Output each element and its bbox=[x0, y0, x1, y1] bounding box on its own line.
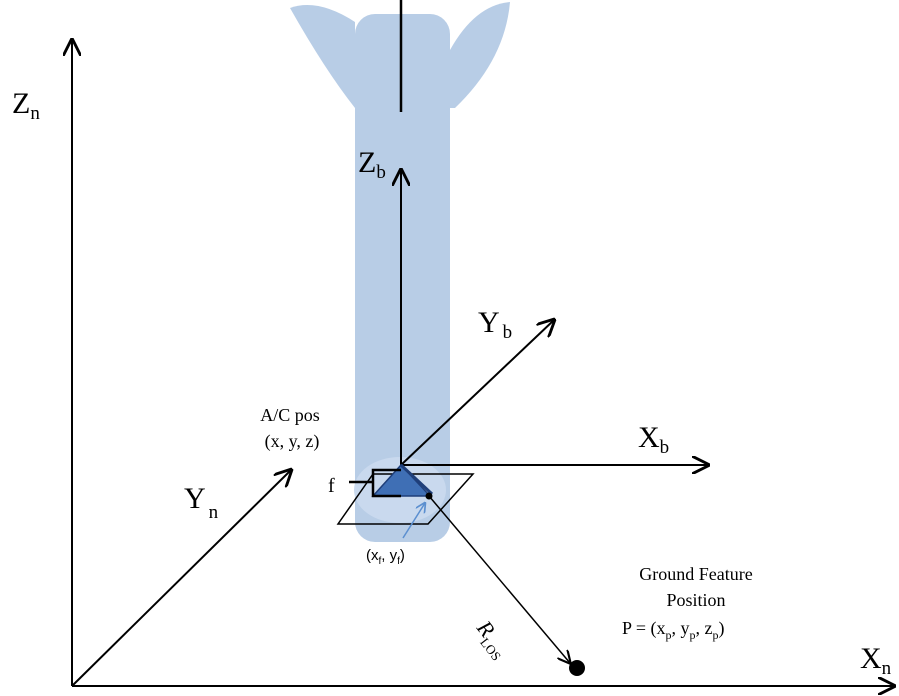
ground-point-coords: P = (xp, yp, zp) bbox=[622, 618, 725, 642]
xb-label: Xb bbox=[638, 421, 669, 458]
focal-length-label: f bbox=[328, 475, 335, 497]
ground-point-icon bbox=[569, 660, 585, 676]
los-label: RLOS bbox=[468, 615, 515, 664]
left-wing bbox=[290, 5, 355, 109]
aircraft-body bbox=[355, 14, 450, 542]
zb-label: Zb bbox=[358, 146, 386, 183]
los-vector bbox=[428, 495, 570, 663]
yb-axis bbox=[400, 320, 554, 466]
right-wing bbox=[450, 2, 510, 108]
yn-axis bbox=[71, 470, 291, 687]
camera-icon bbox=[371, 463, 434, 497]
ground-feature-label: Ground Feature bbox=[639, 564, 752, 584]
xn-label: Xn bbox=[860, 642, 892, 679]
ac-pos-coords: (x, y, z) bbox=[265, 431, 320, 452]
ground-position-label: Position bbox=[666, 590, 725, 610]
image-point-label: (xf, yf) bbox=[366, 547, 405, 567]
image-plane bbox=[336, 473, 475, 525]
zn-label: Zn bbox=[12, 87, 40, 124]
ac-pos-label: A/C pos bbox=[260, 405, 320, 425]
image-point-pointer bbox=[402, 503, 425, 539]
focal-length-bracket bbox=[349, 468, 401, 498]
